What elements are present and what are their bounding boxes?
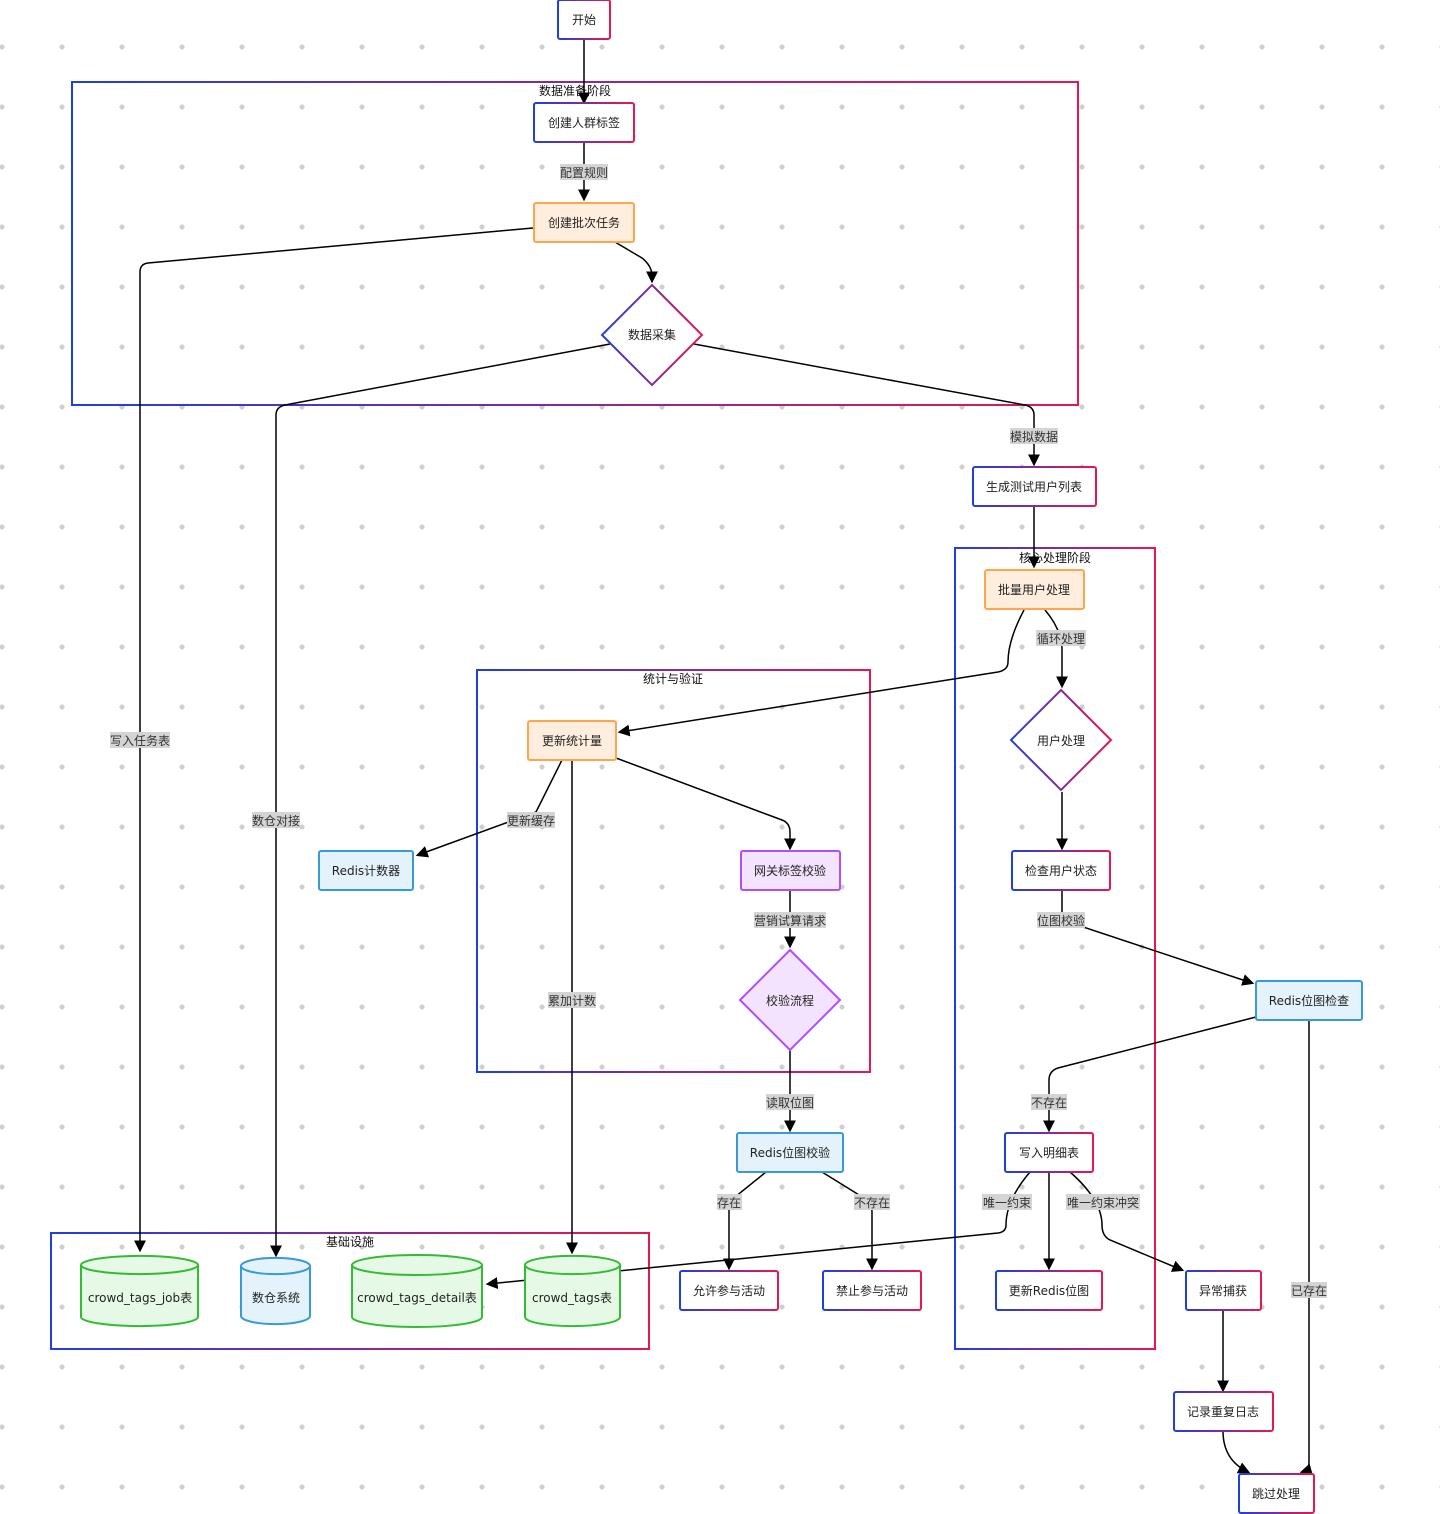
node-start-label: 开始 xyxy=(572,13,596,27)
node-exception[interactable]: 异常捕获 xyxy=(1185,1270,1262,1311)
edge-label-unique-ok: 唯一约束 xyxy=(983,1195,1031,1210)
node-verify-flow[interactable]: 校验流程 xyxy=(738,948,842,1052)
group-infra: 基础设施 xyxy=(50,1232,650,1350)
node-db-warehouse-label: 数仓系统 xyxy=(252,1290,300,1305)
node-verify-flow-label: 校验流程 xyxy=(766,993,814,1008)
edge-batch-job xyxy=(134,227,534,1253)
node-update-redis-bitmap[interactable]: 更新Redis位图 xyxy=(995,1270,1103,1311)
node-deny[interactable]: 禁止参与活动 xyxy=(822,1270,922,1311)
node-db-job-label: crowd_tags_job表 xyxy=(88,1291,192,1305)
edge-batch-process-user-process xyxy=(1044,609,1068,689)
edge-label-not-exist: 不存在 xyxy=(1031,1096,1067,1110)
node-redis-counter[interactable]: Redis计数器 xyxy=(318,850,414,891)
edge-label-mock-data: 模拟数据 xyxy=(1010,429,1058,444)
node-write-detail[interactable]: 写入明细表 xyxy=(1004,1132,1094,1173)
edge-label-config-rules: 配置规则 xyxy=(560,165,608,180)
node-redis-bitmap-check[interactable]: Redis位图检查 xyxy=(1255,980,1363,1021)
edge-label-unique-conflict: 唯一约束冲突 xyxy=(1067,1195,1139,1210)
edge-log-skip xyxy=(1222,1430,1251,1474)
node-gen-users-label: 生成测试用户列表 xyxy=(986,479,1082,494)
node-batch-process-label: 批量用户处理 xyxy=(998,582,1070,597)
node-db-tags-label: crowd_tags表 xyxy=(532,1291,612,1305)
edge-label-update-cache: 更新缓存 xyxy=(507,813,555,828)
edge-update-stats-redis-counter xyxy=(415,759,563,858)
edge-label-marketing-req: 营销试算请求 xyxy=(754,913,826,928)
edge-batch-process-update-stats xyxy=(617,609,1025,737)
node-write-detail-label: 写入明细表 xyxy=(1019,1146,1079,1160)
edge-label-write-job: 写入任务表 xyxy=(110,733,170,748)
edge-label-exist: 存在 xyxy=(717,1196,741,1210)
node-redis-bitmap-verify[interactable]: Redis位图校验 xyxy=(736,1132,844,1173)
group-core: 核心处理阶段 xyxy=(954,547,1156,1350)
node-user-process-label: 用户处理 xyxy=(1037,733,1085,748)
edge-label-bitmap-check: 位图校验 xyxy=(1037,913,1085,928)
edge-bitmap-check-write-detail xyxy=(1043,1016,1257,1133)
node-gateway-check[interactable]: 网关标签校验 xyxy=(740,850,841,891)
edge-write-detail-exception xyxy=(1069,1171,1185,1272)
node-skip[interactable]: 跳过处理 xyxy=(1238,1473,1315,1514)
node-skip-label: 跳过处理 xyxy=(1252,1487,1300,1501)
node-db-job[interactable]: crowd_tags_job表 xyxy=(80,1254,199,1328)
node-gateway-check-label: 网关标签校验 xyxy=(754,863,826,878)
node-check-status[interactable]: 检查用户状态 xyxy=(1011,850,1111,891)
node-create-batch[interactable]: 创建批次任务 xyxy=(533,202,635,243)
edge-write-detail-detail-table xyxy=(485,1171,1031,1290)
edge-label-accumulate: 累加计数 xyxy=(548,993,596,1008)
node-update-redis-bitmap-label: 更新Redis位图 xyxy=(1009,1283,1089,1298)
node-log-dup[interactable]: 记录重复日志 xyxy=(1173,1391,1274,1432)
node-start[interactable]: 开始 xyxy=(557,0,611,40)
node-batch-process[interactable]: 批量用户处理 xyxy=(984,569,1085,610)
node-create-tag[interactable]: 创建人群标签 xyxy=(533,102,635,143)
edge-bitmap-verify-allow xyxy=(723,1171,767,1271)
edge-bitmap-verify-deny xyxy=(821,1171,878,1271)
node-allow-label: 允许参与活动 xyxy=(693,1283,765,1298)
node-deny-label: 禁止参与活动 xyxy=(836,1283,908,1298)
node-db-warehouse[interactable]: 数仓系统 xyxy=(240,1256,311,1326)
group-data-prep: 数据准备阶段 xyxy=(71,81,1079,406)
node-exception-label: 异常捕获 xyxy=(1199,1283,1247,1298)
node-check-status-label: 检查用户状态 xyxy=(1025,863,1097,878)
edge-collect-gen-users xyxy=(693,343,1040,467)
node-update-stats-label: 更新统计量 xyxy=(542,733,602,748)
edge-label-warehouse-link: 数仓对接 xyxy=(252,813,300,828)
edge-update-stats-gateway xyxy=(615,757,796,851)
node-gen-users[interactable]: 生成测试用户列表 xyxy=(972,466,1097,507)
node-redis-counter-label: Redis计数器 xyxy=(332,863,400,878)
edge-bitmap-check-skip xyxy=(1299,1020,1313,1476)
node-update-stats[interactable]: 更新统计量 xyxy=(527,720,617,761)
edge-collect-warehouse xyxy=(270,343,611,1258)
node-data-collect-label: 数据采集 xyxy=(628,327,676,342)
node-data-collect[interactable]: 数据采集 xyxy=(600,283,704,387)
group-stats: 统计与验证 xyxy=(476,669,871,1073)
group-data-prep-title: 数据准备阶段 xyxy=(539,83,611,98)
node-db-tags[interactable]: crowd_tags表 xyxy=(524,1254,621,1328)
edge-labels: 配置规则 写入任务表 数仓对接 模拟数据 循环处理 位图校验 不存在 已存在 唯… xyxy=(110,164,1327,1298)
node-redis-bitmap-check-label: Redis位图检查 xyxy=(1269,993,1349,1008)
edge-label-exists: 已存在 xyxy=(1291,1284,1327,1298)
node-db-detail-label: crowd_tags_detail表 xyxy=(357,1291,477,1305)
group-stats-title: 统计与验证 xyxy=(643,671,703,686)
node-redis-bitmap-verify-label: Redis位图校验 xyxy=(750,1145,830,1160)
node-db-detail[interactable]: crowd_tags_detail表 xyxy=(351,1254,483,1328)
node-user-process[interactable]: 用户处理 xyxy=(1009,688,1113,792)
node-create-tag-label: 创建人群标签 xyxy=(548,115,620,130)
node-create-batch-label: 创建批次任务 xyxy=(548,215,620,230)
edges xyxy=(134,40,1313,1476)
edge-label-not-exist-2: 不存在 xyxy=(854,1196,890,1210)
group-infra-title: 基础设施 xyxy=(326,1235,374,1249)
node-allow[interactable]: 允许参与活动 xyxy=(679,1270,779,1311)
edge-check-status-bitmap-check xyxy=(1061,890,1255,986)
edge-label-loop: 循环处理 xyxy=(1037,632,1085,646)
edge-label-read-bitmap: 读取位图 xyxy=(766,1095,814,1110)
group-core-title: 核心处理阶段 xyxy=(1019,550,1091,565)
edge-batch-collect xyxy=(614,241,658,284)
node-log-dup-label: 记录重复日志 xyxy=(1187,1405,1259,1419)
